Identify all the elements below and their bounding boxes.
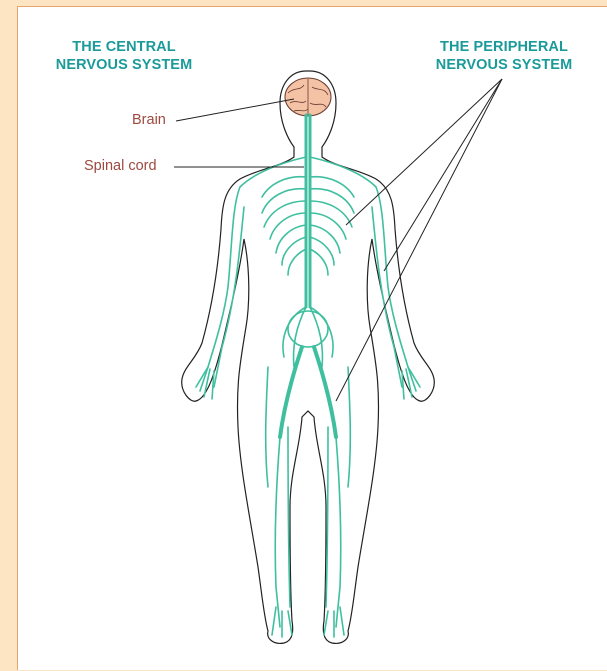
human-nervous-system-figure — [18, 7, 607, 671]
peripheral-leader-line-1 — [346, 79, 502, 225]
diagram-panel: THE CENTRAL NERVOUS SYSTEM THE PERIPHERA… — [17, 6, 607, 670]
peripheral-leader-line-2 — [384, 79, 502, 271]
brain-leader-line — [176, 99, 294, 121]
